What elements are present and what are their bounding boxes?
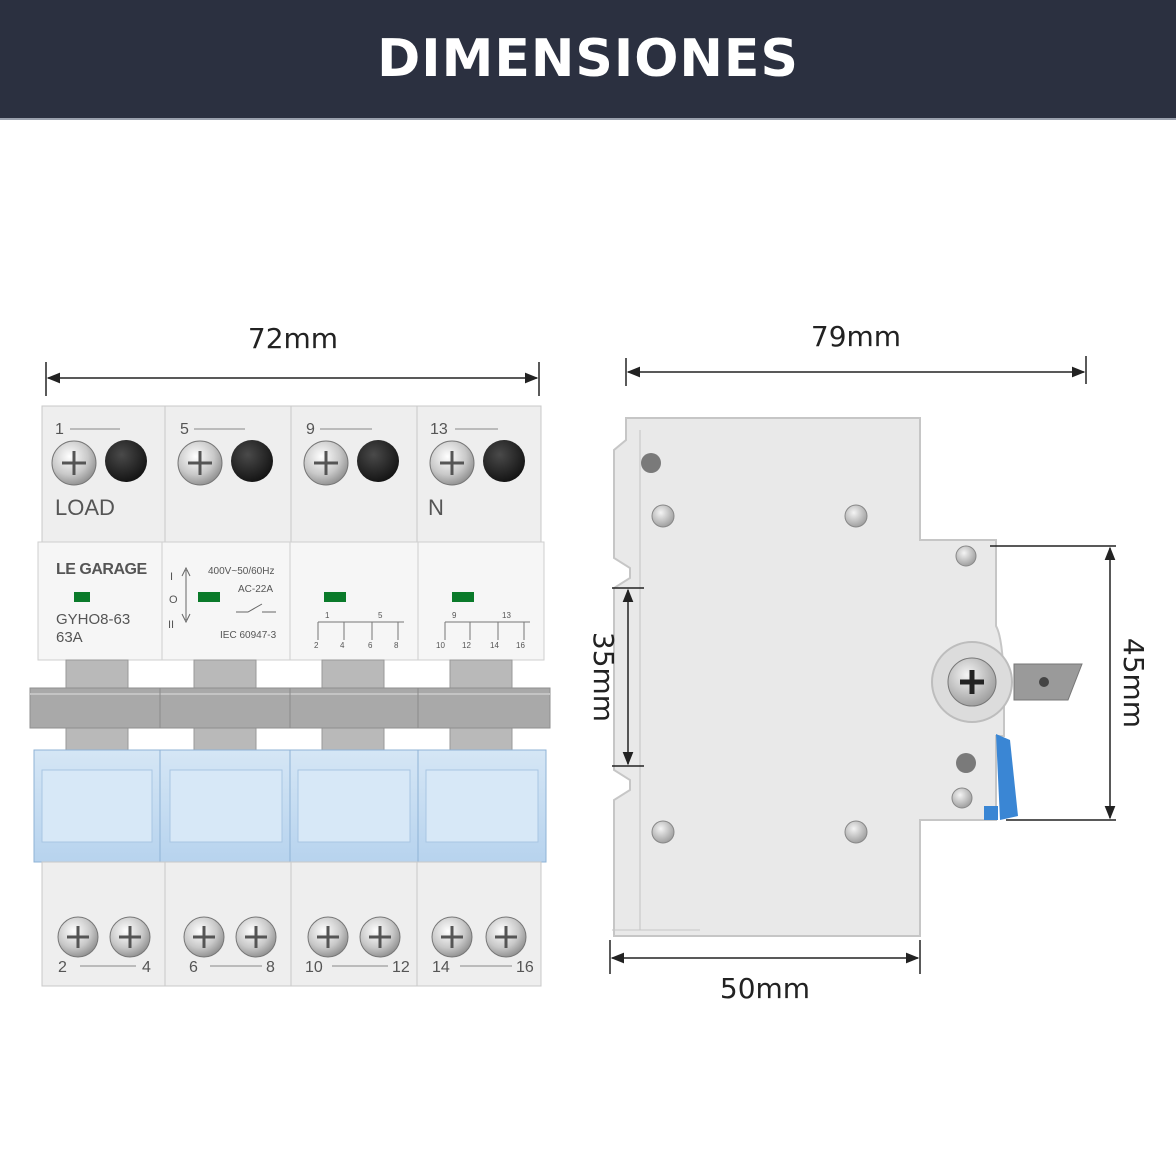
terminal-number-13: 13	[430, 421, 448, 438]
terminal-number-6: 6	[189, 959, 198, 976]
top-terminal-screws	[51, 440, 475, 486]
schematic-bottom-14: 14	[490, 641, 499, 650]
schematic-bottom-12: 12	[462, 641, 471, 650]
schematic-bottom-6: 6	[368, 641, 373, 650]
indicator-window	[74, 592, 90, 602]
front-view: 72mm 1 5 9 13	[29, 322, 551, 987]
model-label: GYHO8-63	[56, 611, 130, 628]
indicator-window	[452, 592, 474, 602]
rivet	[844, 504, 868, 528]
load-label: LOAD	[55, 495, 115, 520]
position-0-label: O	[169, 594, 178, 606]
terminal-number-5: 5	[180, 421, 189, 438]
header-bar: DIMENSIONES	[0, 0, 1176, 118]
side-view: 79mm 35mm 45mm 50mm	[587, 320, 1150, 1005]
bottom-terminal-screws	[57, 916, 527, 958]
schematic-top-5: 5	[378, 611, 383, 620]
side-body-height-label: 35mm	[587, 632, 620, 722]
brand-logo-text: LE GARAGE	[56, 561, 147, 578]
din-clip	[996, 734, 1018, 820]
standard-label: IEC 60947-3	[220, 630, 277, 641]
schematic-bottom-16: 16	[516, 641, 525, 650]
terminal-number-9: 9	[306, 421, 315, 438]
terminal-number-10: 10	[305, 959, 323, 976]
rivet	[955, 545, 977, 567]
terminal-number-12: 12	[392, 959, 410, 976]
top-terminal-holes	[105, 440, 525, 482]
schematic-bottom-10: 10	[436, 641, 445, 650]
rivet	[951, 787, 973, 809]
rivet	[651, 820, 675, 844]
schematic-bottom-4: 4	[340, 641, 345, 650]
neutral-label: N	[428, 495, 444, 520]
schematic-top-13: 13	[502, 611, 511, 620]
transparent-covers	[33, 749, 547, 863]
terminal-number-2: 2	[58, 959, 67, 976]
voltage-label: 400V~50/60Hz	[208, 566, 274, 577]
switch-handle[interactable]	[29, 659, 551, 751]
rivet	[956, 753, 976, 773]
category-label: AC-22A	[238, 584, 273, 595]
page-title: DIMENSIONES	[377, 29, 799, 89]
schematic-bottom-8: 8	[394, 641, 399, 650]
bottom-terminal-row	[41, 861, 542, 987]
indicator-window	[198, 592, 220, 602]
side-depth-label: 79mm	[811, 320, 901, 353]
terminal-number-4: 4	[142, 959, 151, 976]
front-width-label: 72mm	[248, 322, 338, 355]
schematic-top-1: 1	[325, 611, 330, 620]
terminal-number-14: 14	[432, 959, 450, 976]
indicator-window	[324, 592, 346, 602]
rivet	[844, 820, 868, 844]
rivet	[651, 504, 675, 528]
terminal-number-1: 1	[55, 421, 64, 438]
header-divider	[0, 118, 1176, 120]
position-2-label: II	[168, 619, 174, 631]
terminal-number-16: 16	[516, 959, 534, 976]
side-body	[613, 417, 1005, 937]
side-base-label: 50mm	[720, 972, 810, 1005]
rating-label: 63A	[56, 629, 83, 646]
rivet	[641, 453, 661, 473]
side-rail-height-label: 45mm	[1117, 638, 1150, 728]
schematic-bottom-2: 2	[314, 641, 319, 650]
position-1-label: I	[170, 571, 173, 583]
schematic-top-9: 9	[452, 611, 457, 620]
terminal-number-8: 8	[266, 959, 275, 976]
